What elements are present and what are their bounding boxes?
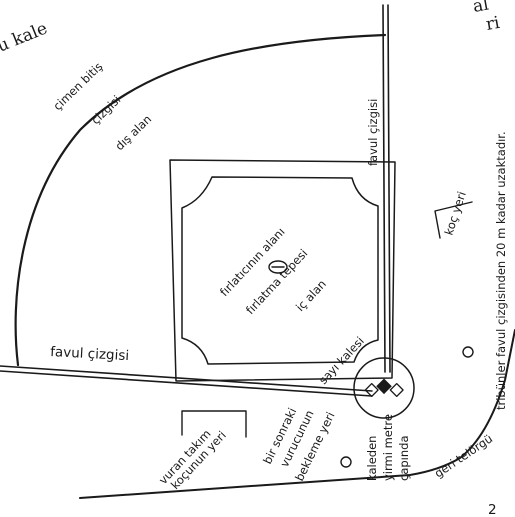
foul-line-left-inner bbox=[0, 370, 373, 397]
foul-line-right-inner bbox=[387, 4, 391, 373]
backstop-fence bbox=[79, 329, 515, 499]
grass-end-line bbox=[14, 33, 387, 367]
grass-end-label-line1: çimen bitiş bbox=[50, 59, 105, 113]
coach-area-label: koç yeri bbox=[442, 190, 469, 237]
outfield-label: dış alan bbox=[112, 112, 154, 153]
foul-line-right-label: favul çizgisi bbox=[366, 99, 380, 166]
circle-diameter-line1: kaleden bbox=[365, 436, 379, 481]
grass-end-label-line2: çizgisi bbox=[88, 93, 123, 128]
pitcher-mound bbox=[268, 260, 288, 274]
home-plate-circle bbox=[353, 357, 415, 419]
coach-marker bbox=[462, 346, 474, 358]
fragment-top-right-b: ri bbox=[484, 13, 501, 35]
batting-coach-box bbox=[181, 410, 247, 438]
foul-line-right bbox=[382, 4, 386, 373]
on-deck-marker bbox=[340, 456, 352, 468]
corner-mark: 2 bbox=[488, 502, 497, 517]
coach-area-box bbox=[434, 201, 473, 239]
circle-diameter-line2: yirmi metre bbox=[381, 414, 395, 481]
foul-line-left bbox=[0, 365, 373, 392]
infield-outer-frame bbox=[169, 159, 396, 382]
fragment-top-right-a: al bbox=[471, 0, 490, 17]
infield-label: iç alan bbox=[293, 277, 329, 314]
fragment-top-left: u kale bbox=[0, 19, 50, 57]
stands-note: tribünler favul çizgisinden 20 m kadar u… bbox=[494, 131, 508, 410]
backstop-label: geri telörgü bbox=[432, 431, 495, 480]
circle-diameter-line3: çapında bbox=[397, 435, 411, 481]
home-plate bbox=[364, 378, 404, 398]
infield-diamond bbox=[181, 176, 379, 365]
foul-line-left-label: favul çizgisi bbox=[50, 344, 130, 364]
